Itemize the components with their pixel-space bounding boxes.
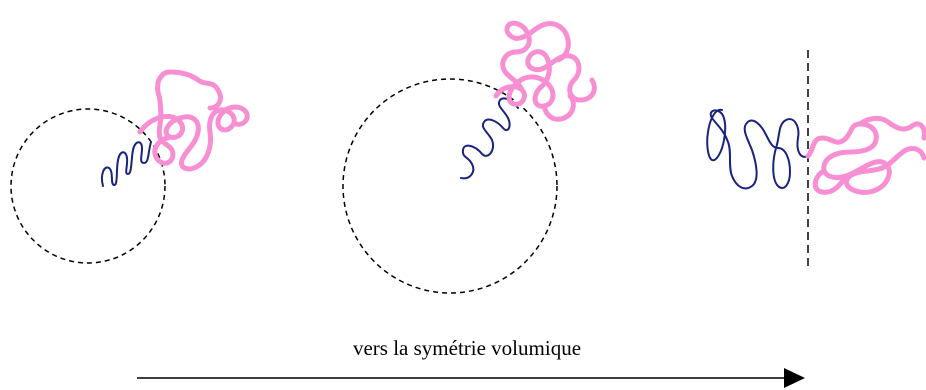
direction-arrow <box>137 368 805 388</box>
pink-chain-small <box>137 69 250 172</box>
caption-row: vers la symétrie volumique <box>0 336 926 360</box>
panel-flat-interface <box>706 50 926 268</box>
pink-chain-flat <box>805 115 926 195</box>
panel-small-sphere <box>10 69 250 264</box>
blue-chain-flat <box>706 108 809 190</box>
pink-chain-large <box>493 20 597 122</box>
panel-large-sphere <box>342 20 597 294</box>
blue-chain-large <box>460 97 519 180</box>
dashed-sphere-small <box>10 108 166 264</box>
caption-text: vers la symétrie volumique <box>352 336 582 360</box>
blue-chain-small <box>100 141 152 187</box>
dashed-sphere-large <box>342 78 558 294</box>
arrowhead <box>784 368 805 388</box>
